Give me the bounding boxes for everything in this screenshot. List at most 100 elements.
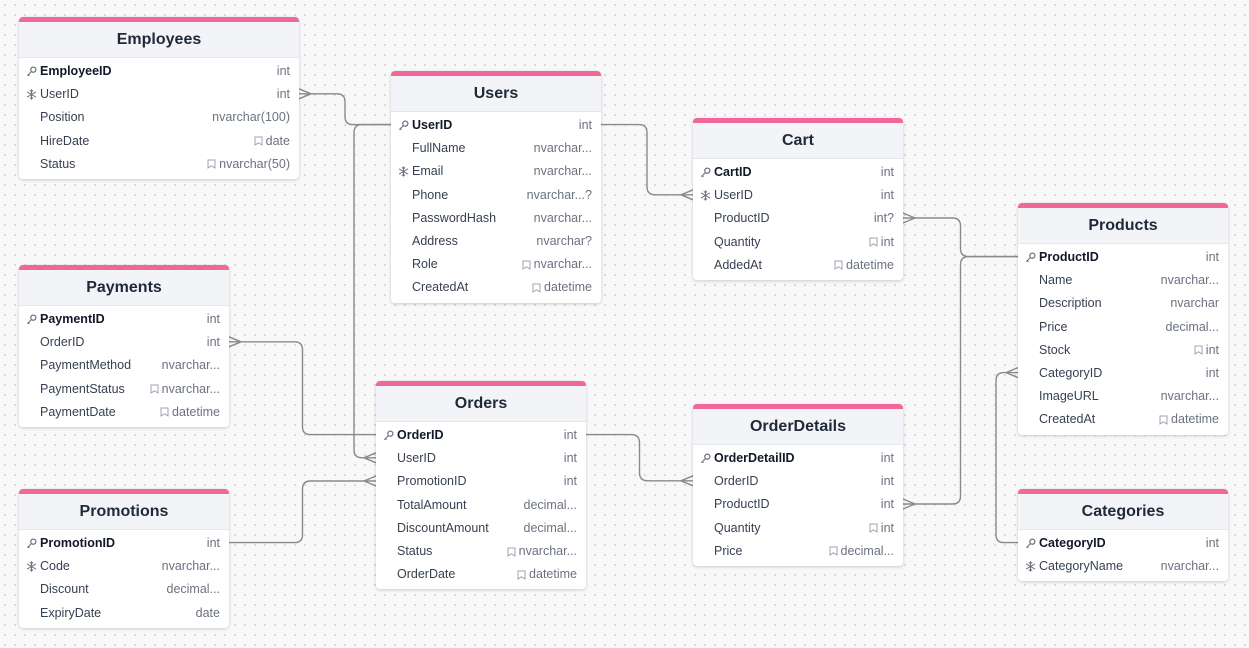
- field-type: int: [207, 308, 220, 331]
- relationship-line: [903, 255, 1018, 505]
- field-type: nvarchar...: [534, 207, 592, 230]
- table-title: Promotions: [19, 494, 229, 530]
- field-type-label: nvarchar...: [1160, 273, 1219, 288]
- crows-foot-marker: [363, 452, 377, 464]
- crows-foot-marker: [1005, 366, 1019, 379]
- field-type: nvarchar(50): [207, 153, 290, 176]
- field-type-label: nvarchar...: [533, 141, 592, 156]
- field-row[interactable]: Stock int: [1018, 339, 1228, 362]
- field-name: OrderID: [40, 335, 85, 350]
- field-row[interactable]: PaymentID int: [19, 308, 229, 331]
- field-type-label: decimal...: [840, 543, 895, 558]
- relationship-line: [299, 93, 391, 126]
- field-type-label: int: [880, 497, 894, 512]
- primary-key-icon: [700, 167, 714, 178]
- field-name: Stock: [1039, 342, 1071, 357]
- not-null-bookmark-icon: [507, 547, 516, 557]
- field-type: nvarchar...: [162, 354, 220, 377]
- field-type-label: int: [563, 474, 577, 489]
- crows-foot-marker: [902, 498, 916, 510]
- field-type-label: nvarchar...: [518, 543, 577, 558]
- field-type: nvarchar...: [534, 137, 592, 160]
- field-type: int: [1206, 362, 1219, 385]
- field-name: PaymentID: [40, 312, 105, 326]
- field-name: UserID: [714, 188, 753, 203]
- field-name: Code: [40, 559, 70, 574]
- field-type-label: int: [1205, 250, 1219, 264]
- field-name: PaymentMethod: [40, 358, 132, 373]
- table-title: Employees: [19, 22, 299, 58]
- field-row[interactable]: PaymentMethod nvarchar...: [19, 354, 229, 377]
- field-name: Position: [40, 110, 85, 125]
- field-type-label: datetime: [544, 280, 592, 295]
- field-type: date: [254, 130, 290, 153]
- field-name: UserID: [412, 118, 453, 132]
- field-type-label: nvarchar...: [533, 164, 592, 179]
- table-title: Cart: [693, 123, 903, 159]
- field-type: nvarchar...: [522, 253, 592, 276]
- field-name: Quantity: [714, 234, 761, 249]
- not-null-bookmark-icon: [532, 283, 541, 293]
- field-name: Price: [1039, 319, 1068, 334]
- relationship-line: [586, 433, 693, 482]
- field-name: CartID: [714, 165, 752, 179]
- field-type: int: [1194, 339, 1219, 362]
